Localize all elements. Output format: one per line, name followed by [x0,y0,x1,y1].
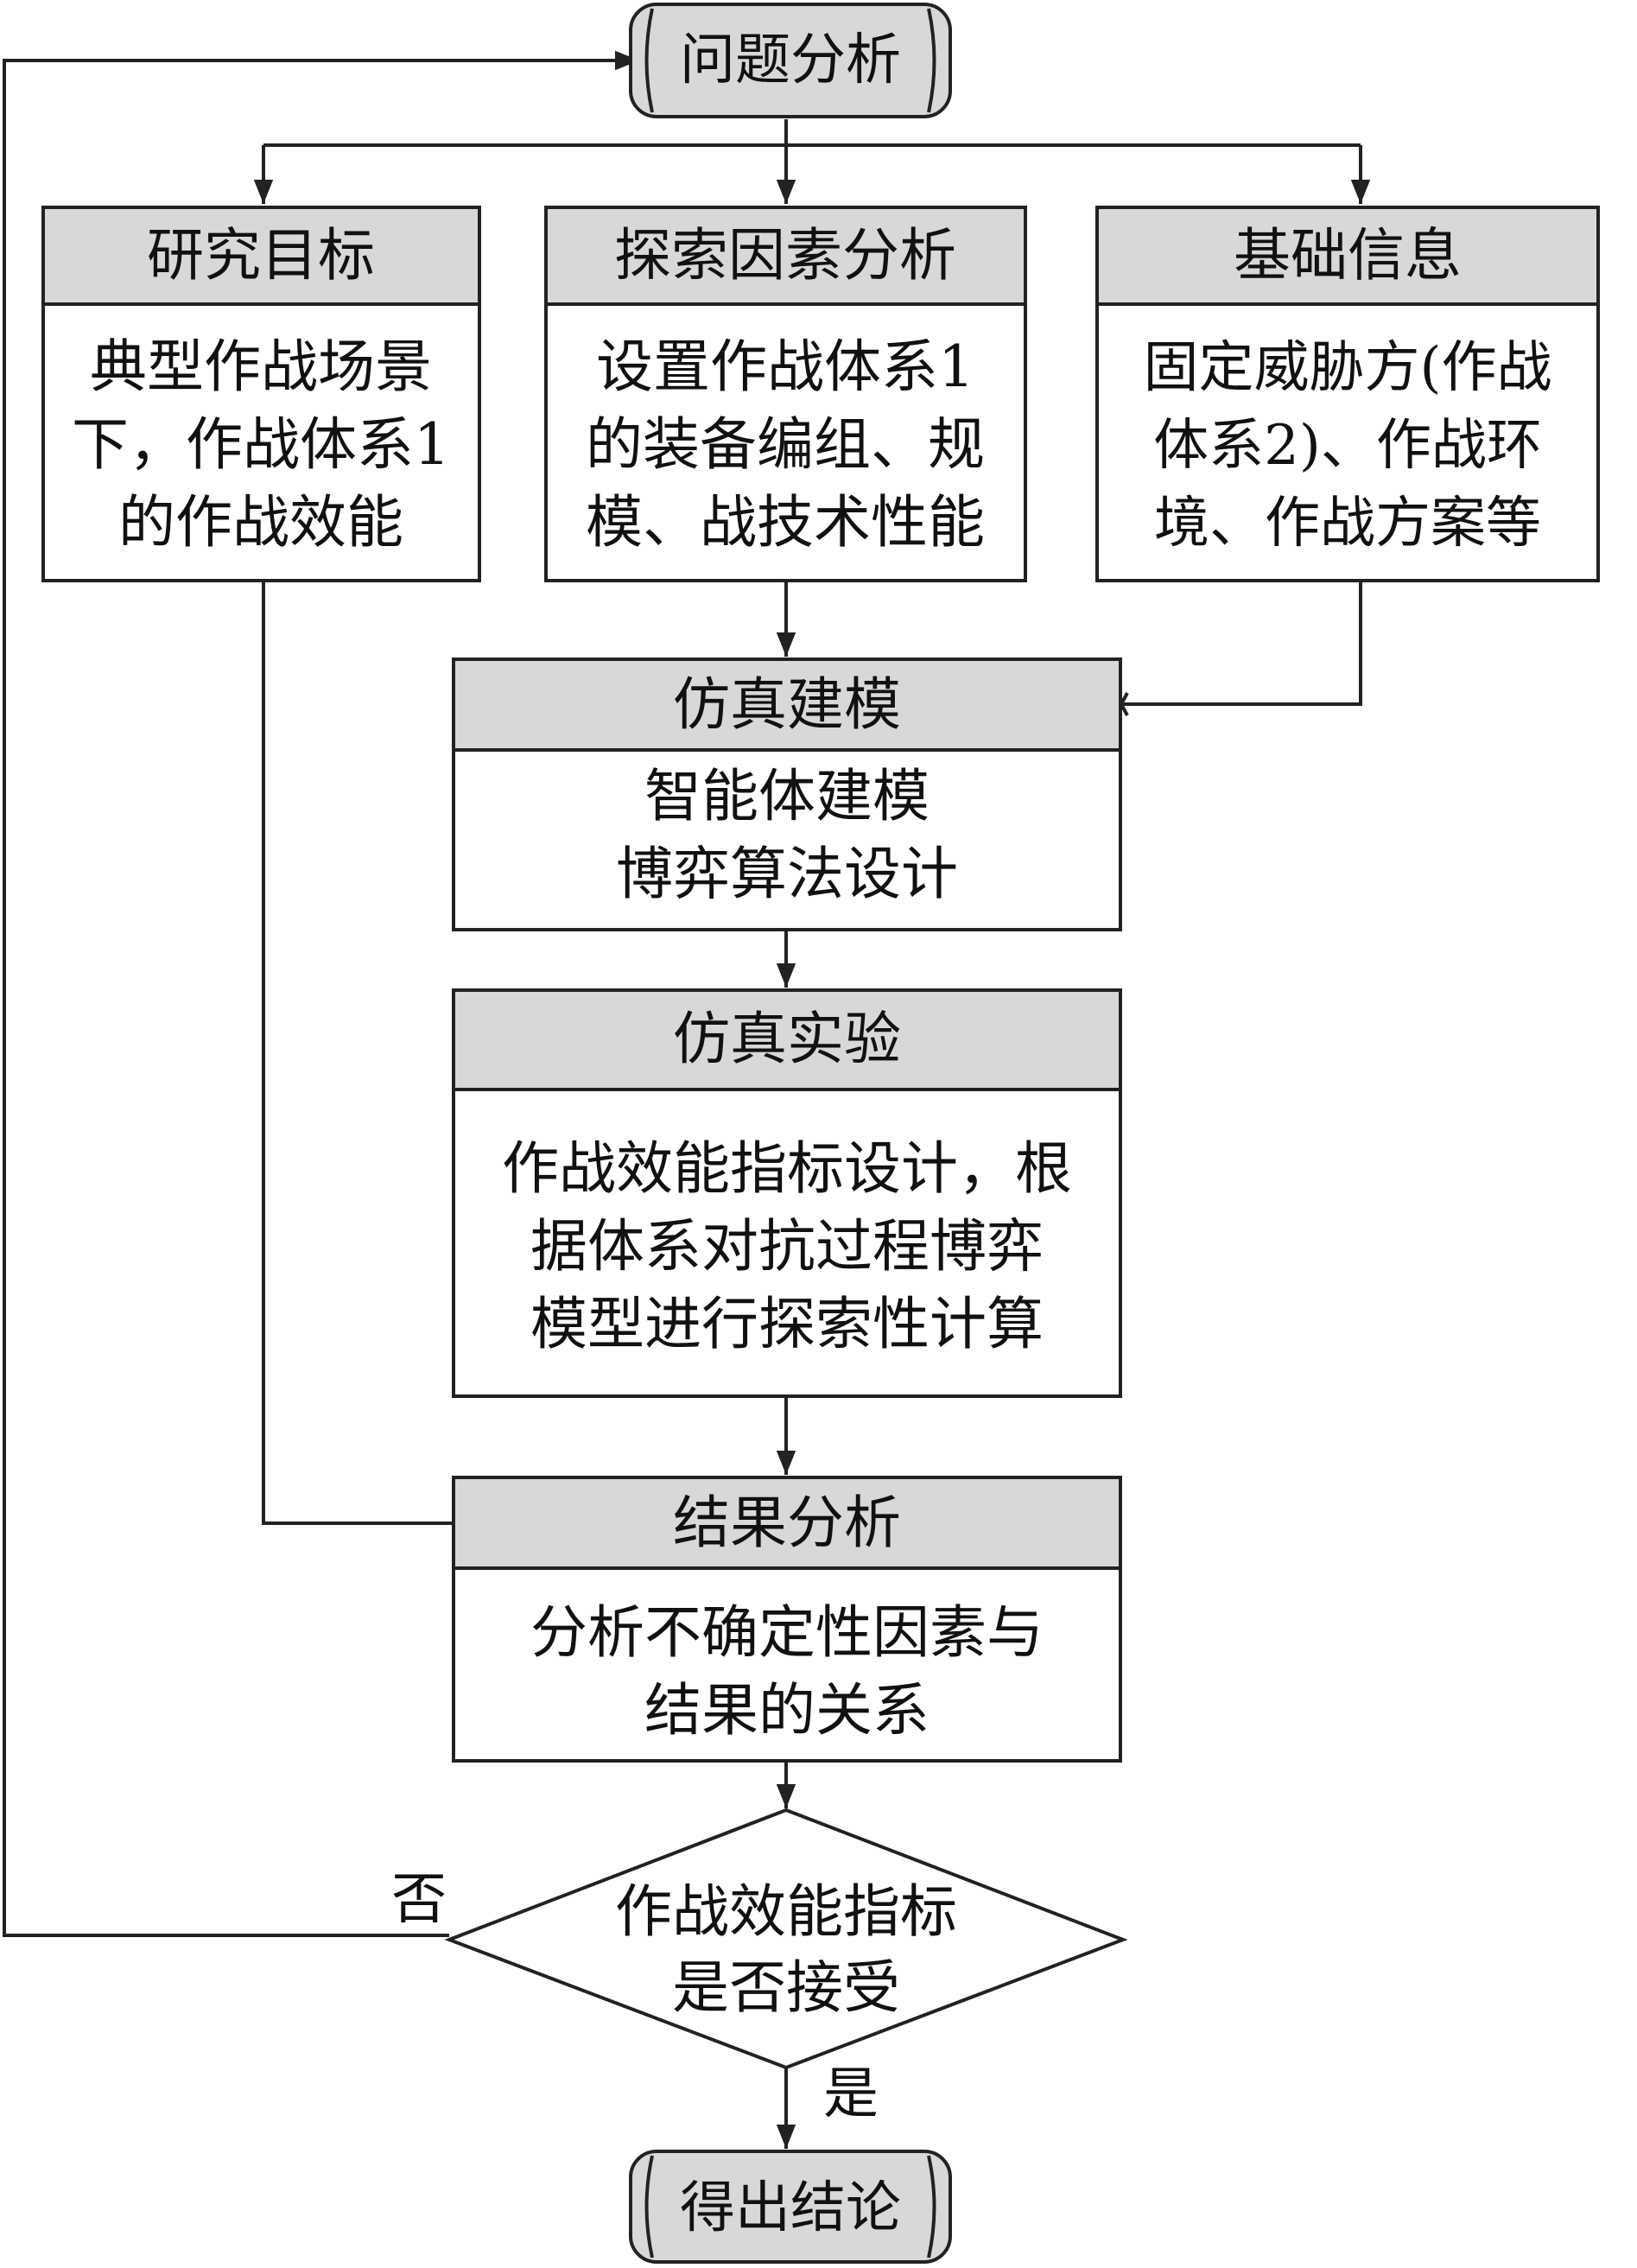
modeling-box-title: 仿真建模 [673,671,901,738]
info-box-title: 基础信息 [1234,222,1462,289]
edge-decision-no-loop [3,50,639,1937]
experiment-box-line-2: 据体系对抗过程博弈 [530,1213,1044,1280]
goal-box-title: 研究目标 [147,222,375,289]
end-terminal: 得出结论 [629,2150,952,2264]
experiment-box-line-3: 模型进行探索性计算 [530,1291,1044,1357]
modeling-box: 仿真建模 智能体建模 博弈算法设计 [452,658,1122,931]
experiment-box-line-1: 作战效能指标设计，根 [502,1135,1072,1202]
factors-box: 探索因素分析 设置作战体系1 的装备编组、规 模、战技术性能 [544,206,1027,582]
decision-diamond: 作战效能指标 是否接受 [444,1807,1128,2070]
connectors [3,50,1371,2149]
start-terminal: 问题分析 [629,3,952,118]
start-terminal-label: 问题分析 [680,29,901,92]
factors-box-line-3: 模、战技术性能 [586,489,985,556]
decision-line-1: 作战效能指标 [615,1878,957,1945]
decision-line-2: 是否接受 [672,1954,900,2021]
goal-box: 研究目标 典型作战场景 下，作战体系1 的作战效能 [41,206,481,582]
modeling-box-line-1: 智能体建模 [644,763,930,829]
factors-box-title: 探索因素分析 [614,222,956,289]
goal-box-line-2: 下，作战体系1 [72,411,450,478]
info-box: 基础信息 固定威胁方(作战 体系2)、作战环 境、作战方案等 [1095,206,1600,582]
experiment-box-title: 仿真实验 [673,1006,901,1072]
info-box-line-2: 体系2)、作战环 [1153,414,1542,478]
factors-box-line-2: 的装备编组、规 [586,411,985,478]
edge-label-yes: 是 [823,2062,879,2126]
info-box-line-1: 固定威胁方(作战 [1144,336,1552,400]
analysis-box: 结果分析 分析不确定性因素与 结果的关系 [452,1476,1122,1763]
experiment-box: 仿真实验 作战效能指标设计，根 据体系对抗过程博弈 模型进行探索性计算 [452,988,1122,1398]
factors-box-line-1: 设置作战体系1 [596,334,974,400]
goal-box-line-1: 典型作战场景 [90,334,432,400]
edge-label-no: 否 [391,1868,447,1932]
info-box-line-3: 境、作战方案等 [1154,492,1541,556]
analysis-box-title: 结果分析 [673,1490,901,1556]
edge-goal-analysis [262,581,454,1525]
analysis-box-line-1: 分析不确定性因素与 [530,1599,1044,1666]
end-terminal-label: 得出结论 [680,2176,901,2240]
modeling-box-line-2: 博弈算法设计 [616,841,958,907]
edge-info-modeling [1121,581,1362,706]
goal-box-line-3: 的作战效能 [118,489,403,556]
analysis-box-line-2: 结果的关系 [644,1677,930,1744]
